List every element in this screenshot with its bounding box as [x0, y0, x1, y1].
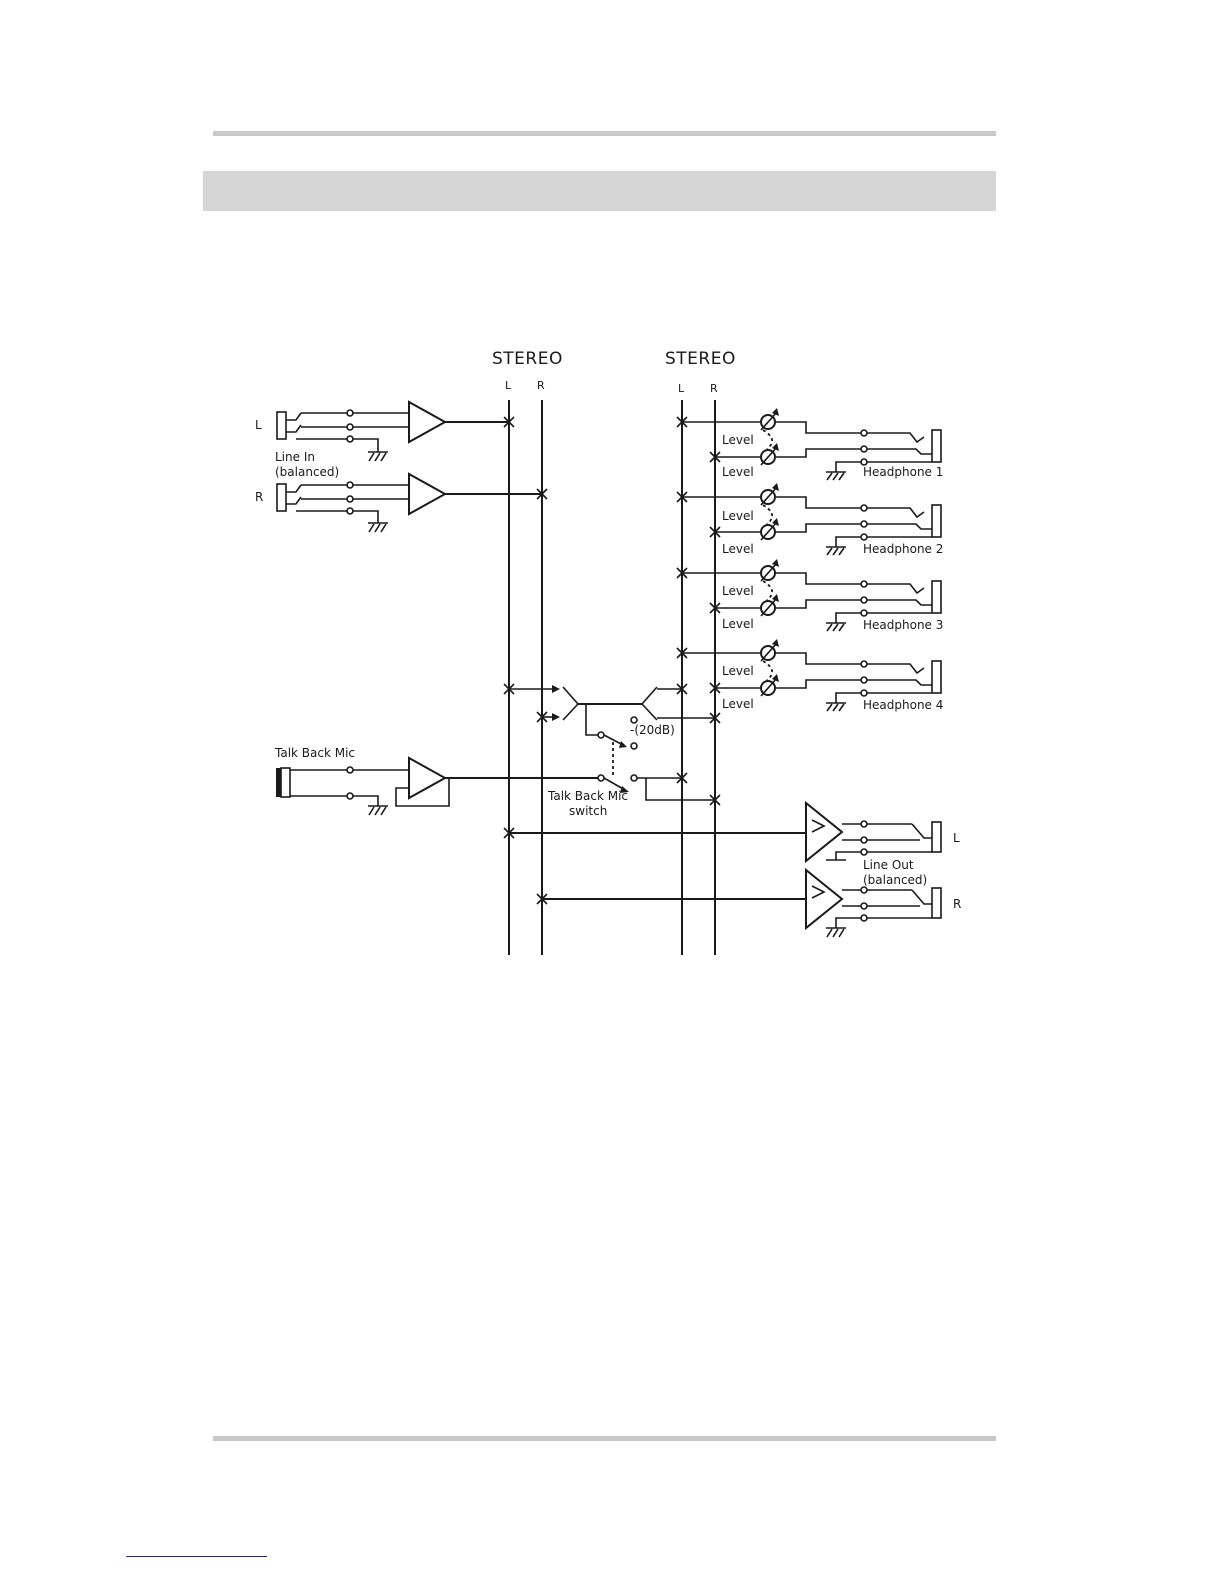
hp3-gang-link — [763, 581, 772, 600]
hp3-terminal-1 — [861, 581, 867, 587]
talkback-mixer — [509, 684, 720, 778]
hp3-wire-tip — [776, 573, 861, 584]
line-out-r-label: R — [953, 897, 961, 911]
bus-right-l-label: L — [678, 382, 685, 395]
line-in-r-label: R — [255, 490, 263, 504]
hp3-jack-tip — [867, 584, 924, 593]
hp3-ground-wire — [836, 613, 861, 623]
hp4-ground-hatch — [827, 704, 832, 711]
hp2-ground-hatch — [827, 548, 832, 555]
hp4-ground-hatch — [833, 704, 838, 711]
hp2-level-a: Level — [722, 509, 754, 523]
hp4-jack-tip — [867, 664, 924, 673]
hp3-level-b: Level — [722, 617, 754, 631]
hp4-terminal-3 — [861, 690, 867, 696]
talkback-mic-label: Talk Back Mic — [274, 746, 355, 760]
hp3-jack-body — [932, 581, 941, 613]
hp2-wire-tip — [776, 497, 861, 508]
hp1-wire-ring — [776, 449, 861, 457]
hp4-terminal-1 — [861, 661, 867, 667]
hp3-name: Headphone 3 — [863, 618, 943, 632]
hp3-terminal-2 — [861, 597, 867, 603]
line-in-l-label: L — [255, 418, 262, 432]
hp4-terminal-2 — [861, 677, 867, 683]
hp1-ground-wire — [836, 462, 861, 472]
hp4-jack-body — [932, 661, 941, 693]
hp4-jack-ring — [867, 680, 932, 685]
hp1-level-b: Level — [722, 465, 754, 479]
hp1-gang-link — [763, 430, 772, 449]
hp3-ground-hatch — [827, 624, 832, 631]
hp2-ground-wire — [836, 537, 861, 547]
talkback-mic-jack — [276, 758, 720, 815]
line-in-sub: (balanced) — [275, 465, 339, 479]
hp2-name: Headphone 2 — [863, 542, 943, 556]
hp3-jack-ring — [867, 600, 932, 605]
line-out-name: Line Out — [863, 858, 914, 872]
hp3-wire-ring — [776, 600, 861, 608]
bus-lines — [509, 400, 715, 955]
hp1-ground-hatch — [833, 473, 838, 480]
hp2-jack-body — [932, 505, 941, 537]
hp1-ground-hatch — [839, 473, 844, 480]
hp4-gang-link — [763, 661, 772, 680]
hp1-level-a: Level — [722, 433, 754, 447]
hp4-wire-ring — [776, 680, 861, 688]
line-out-sub: (balanced) — [863, 873, 927, 887]
crosspoints-left — [504, 417, 547, 904]
hp2-terminal-3 — [861, 534, 867, 540]
bus-right-title: STEREO — [665, 349, 736, 369]
line-out-l-label: L — [953, 831, 960, 845]
line-in-name: Line In — [275, 450, 315, 464]
hp1-wire-tip — [776, 422, 861, 433]
hp3-terminal-3 — [861, 610, 867, 616]
bus-left-r-label: R — [537, 379, 545, 392]
hp3-ground-hatch — [839, 624, 844, 631]
bus-left-l-label: L — [505, 379, 512, 392]
hp1-terminal-2 — [861, 446, 867, 452]
hp2-gang-link — [763, 505, 772, 524]
hp4-level-b: Level — [722, 697, 754, 711]
hp4-level-a: Level — [722, 664, 754, 678]
hp2-terminal-1 — [861, 505, 867, 511]
hp1-ground-hatch — [827, 473, 832, 480]
talkback-pad-label: -(20dB) — [630, 723, 675, 737]
bus-right-r-label: R — [710, 382, 718, 395]
hp3-level-a: Level — [722, 584, 754, 598]
hp4-name: Headphone 4 — [863, 698, 943, 712]
hp2-jack-tip — [867, 508, 924, 517]
hp4-ground-wire — [836, 693, 861, 703]
talkback-switch-label-1: Talk Back Mic — [547, 789, 628, 803]
hp1-jack-ring — [867, 449, 932, 454]
hp2-ground-hatch — [839, 548, 844, 555]
hp2-level-b: Level — [722, 542, 754, 556]
hp4-ground-hatch — [839, 704, 844, 711]
hp4-wire-tip — [776, 653, 861, 664]
hp1-jack-tip — [867, 433, 924, 442]
hp2-ground-hatch — [833, 548, 838, 555]
hp3-ground-hatch — [833, 624, 838, 631]
talkback-switch-label-2: switch — [569, 804, 607, 818]
hp1-jack-body — [932, 430, 941, 462]
bus-left-title: STEREO — [492, 349, 563, 369]
hp2-terminal-2 — [861, 521, 867, 527]
hp1-name: Headphone 1 — [863, 465, 943, 479]
hp1-terminal-1 — [861, 430, 867, 436]
line-in-r-jack — [277, 474, 542, 532]
hp2-jack-ring — [867, 524, 932, 529]
hp2-wire-ring — [776, 524, 861, 532]
headphone-sections — [677, 408, 941, 711]
